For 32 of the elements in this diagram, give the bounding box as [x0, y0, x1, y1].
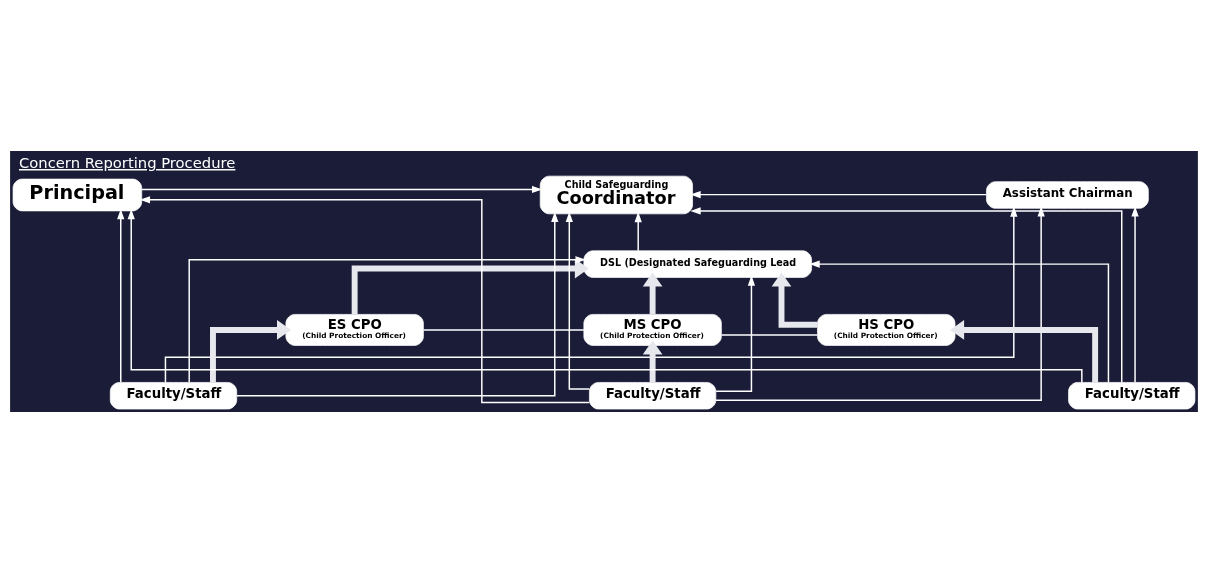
arrow: [690, 191, 987, 199]
arrow: [690, 207, 1123, 383]
node-box: Principal: [12, 178, 143, 212]
node-box: MS CPO (Child Protection Officer): [583, 314, 722, 346]
arrow: [809, 260, 1110, 384]
arrow: [715, 275, 756, 393]
arrow: [634, 211, 642, 252]
arrow: [141, 185, 543, 194]
arrow: [771, 272, 818, 328]
connector: [422, 329, 585, 331]
arrow: [1131, 206, 1139, 383]
node-box: Faculty/Staff: [109, 382, 238, 410]
arrow: [715, 206, 1045, 401]
node-box: ES CPO (Child Protection Officer): [285, 314, 424, 346]
arrow: [950, 320, 1099, 383]
arrow: [565, 211, 590, 390]
arrow: [139, 196, 590, 404]
node-box: DSL (Designated Safeguarding Lead: [583, 250, 812, 278]
arrow: [210, 320, 292, 383]
node-box: Faculty/Staff: [589, 382, 717, 410]
arrow: [642, 272, 663, 315]
arrow: [351, 258, 589, 315]
diagram-title: Concern Reporting Procedure: [18, 154, 236, 172]
connector: [720, 334, 819, 336]
arrow: [117, 208, 125, 383]
node-box: Assistant Chairman: [986, 181, 1149, 209]
node-box: Faculty/Staff: [1068, 382, 1196, 410]
arrow: [642, 340, 663, 383]
node-box: HS CPO (Child Protection Officer): [817, 314, 956, 346]
arrow: [188, 256, 586, 383]
node-box: Child Safeguarding Coordinator: [539, 175, 693, 215]
arrow: [236, 211, 559, 397]
